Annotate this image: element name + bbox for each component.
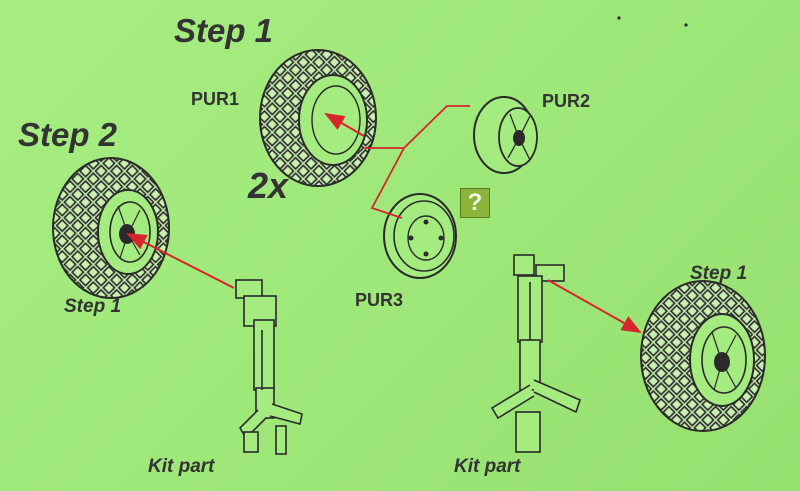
pur3-rim xyxy=(383,193,457,279)
right-strut xyxy=(490,254,581,453)
right-strut-arrow xyxy=(547,279,642,333)
pur3-label: PUR3 xyxy=(355,290,404,310)
speck xyxy=(684,23,688,27)
pur2-rim xyxy=(473,96,538,174)
kit-part-left-label: Kit part xyxy=(148,456,215,477)
speck xyxy=(617,16,621,20)
question-mark: ? xyxy=(467,189,483,216)
step1-top-label: Step 1 xyxy=(174,12,274,49)
bracket-lines xyxy=(364,105,470,219)
step2-tire xyxy=(52,157,170,299)
step1-right-tire xyxy=(640,280,766,432)
multiplier-label: 2x xyxy=(248,165,289,206)
left-strut xyxy=(235,279,303,455)
step1-left-label: Step 1 xyxy=(64,296,122,317)
step1-right-label: Step 1 xyxy=(690,263,748,284)
pur1-arrow xyxy=(324,112,365,137)
pur1-label: PUR1 xyxy=(191,89,240,109)
left-strut-arrow xyxy=(126,233,235,289)
pur2-label: PUR2 xyxy=(542,91,591,111)
kit-part-right-label: Kit part xyxy=(454,456,521,477)
step2-label: Step 2 xyxy=(18,116,118,153)
question-icon: ? xyxy=(460,188,490,218)
